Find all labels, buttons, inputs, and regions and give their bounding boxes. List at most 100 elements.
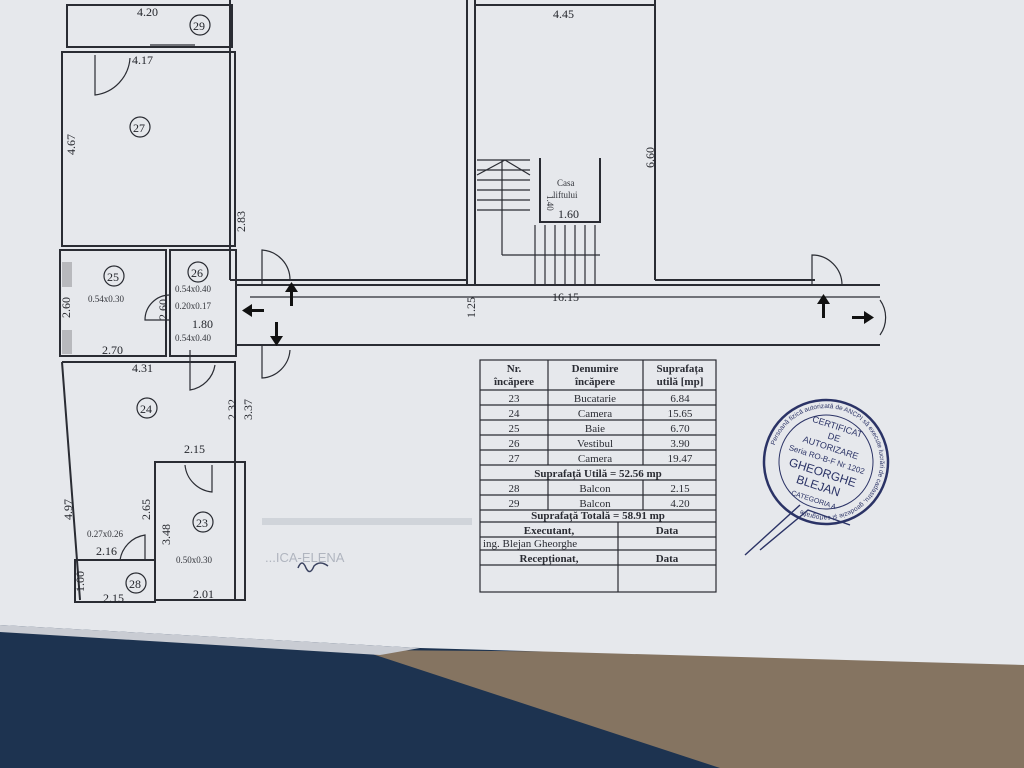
header-area: Suprafața — [656, 363, 704, 375]
cell-area: 3.90 — [670, 438, 690, 450]
cell-area: 19.47 — [668, 453, 693, 465]
room-26 — [169, 249, 237, 357]
staircase — [476, 159, 600, 285]
stamp-line: DE — [827, 431, 842, 444]
door-arc — [144, 294, 171, 321]
date-label: Data — [656, 553, 679, 565]
cell-name: Vestibul — [577, 438, 613, 450]
door-arc — [119, 534, 146, 561]
room-27-number: 27 — [133, 121, 145, 135]
door-arc — [184, 464, 213, 493]
room-25-number: 25 — [107, 270, 119, 284]
dim-r27-width: 4.17 — [132, 53, 153, 67]
window-r23: 0.50x0.30 — [176, 555, 213, 565]
dim-r28-height: 1.00 — [73, 571, 87, 592]
dim-r23-height: 3.48 — [159, 524, 173, 545]
floor-plan: 4.20 29 4.17 4.67 27 2.83 2.60 0.54x0.30… — [59, 0, 887, 605]
cell-area: 6.84 — [670, 393, 690, 405]
header-nr: Nr. — [507, 363, 522, 375]
faded-stamp: ...ICA-ELENA — [262, 518, 472, 573]
cell-nr: 28 — [509, 483, 521, 495]
dim-r23-width: 2.01 — [193, 587, 214, 601]
paper-edge — [0, 625, 420, 655]
room-29-marker — [189, 14, 211, 36]
signature — [744, 504, 851, 556]
room-29 — [66, 4, 233, 48]
lift-label: liftului — [553, 190, 578, 200]
room-29-number: 29 — [193, 19, 205, 33]
room-26-marker — [187, 261, 209, 283]
cell-area: 4.20 — [670, 498, 690, 510]
dim-r26-width: 1.80 — [192, 317, 213, 331]
executant-label: Executant, — [524, 525, 575, 537]
dim-r26-height: 2.60 — [156, 299, 170, 320]
door-arc — [811, 254, 843, 286]
cell-nr: 24 — [509, 408, 521, 420]
date-label: Data — [656, 525, 679, 537]
header-area: utilă [mp] — [657, 376, 704, 388]
door-arc — [879, 299, 887, 336]
dim-lift-width: 1.60 — [558, 207, 579, 221]
window-r26-1: 0.54x0.40 — [175, 284, 212, 294]
executant-name: ing. Blejan Gheorghe — [483, 538, 577, 550]
subtotal: Suprafață Utilă = 52.56 mp — [534, 468, 662, 480]
cell-name: Balcon — [579, 483, 611, 495]
window-r26-2: 0.20x0.17 — [175, 301, 212, 311]
window-r26-3: 0.54x0.40 — [175, 333, 212, 343]
dim-r25-height: 2.60 — [59, 297, 73, 318]
cell-area: 2.15 — [670, 483, 690, 495]
total: Suprafață Totală = 58.91 mp — [531, 510, 665, 522]
room-28-number: 28 — [129, 577, 141, 591]
room-25-marker — [103, 265, 125, 287]
cell-name: Baie — [585, 423, 605, 435]
dim-lift-height: 1.40 — [545, 195, 555, 211]
header-name: Denumire — [572, 363, 619, 375]
table-row: 24 Camera 15.65 — [509, 408, 693, 420]
dim-r24-side2: 3.37 — [241, 399, 255, 420]
window-r25: 0.54x0.30 — [88, 294, 125, 304]
cell-name: Bucatarie — [574, 393, 616, 405]
dim-r27-height: 4.67 — [64, 134, 78, 155]
signature — [297, 562, 329, 573]
lift-shaft — [539, 158, 601, 223]
cell-name: Camera — [578, 408, 612, 420]
room-23 — [154, 461, 246, 601]
cell-name: Balcon — [579, 498, 611, 510]
granite-surface — [360, 650, 1024, 768]
room-23-number: 23 — [196, 516, 208, 530]
room-24-marker — [136, 397, 158, 419]
table-row: 28 Balcon 2.15 — [509, 483, 691, 495]
dim-top-block: 4.45 — [553, 7, 574, 21]
dim-right-block: 6.60 — [643, 147, 657, 168]
room-24-number: 24 — [140, 402, 152, 416]
door-arc — [189, 350, 216, 391]
cell-area: 15.65 — [668, 408, 693, 420]
dim-corridor-width: 1.25 — [464, 297, 478, 318]
door-arc — [94, 55, 131, 96]
dim-corridor-length: 16.15 — [552, 290, 579, 304]
cell-name: Camera — [578, 453, 612, 465]
cell-nr: 26 — [509, 438, 521, 450]
room-27 — [61, 51, 236, 247]
door-arc — [261, 249, 291, 285]
dim-r28-width: 2.15 — [103, 591, 124, 605]
table-row: 29 Balcon 4.20 — [509, 498, 691, 510]
dim-r24-side1: 2.32 — [225, 399, 239, 420]
receptionat-label: Recepționat, — [520, 553, 579, 565]
dim-r25-width: 2.70 — [102, 343, 123, 357]
cell-nr: 29 — [509, 498, 521, 510]
window-r28: 0.27x0.26 — [87, 529, 124, 539]
faded-stamp-text: ...ICA-ELENA — [265, 550, 345, 565]
header-nr: încăpere — [493, 376, 534, 388]
room-28 — [74, 559, 156, 603]
room-26-number: 26 — [191, 266, 203, 280]
dim-r29-width: 4.20 — [137, 5, 158, 19]
table-row: 26 Vestibul 3.90 — [509, 438, 691, 450]
dim-left-wall: 2.83 — [234, 211, 248, 232]
room-25 — [59, 249, 167, 357]
dim-r24-height: 4.97 — [61, 499, 75, 520]
arrow-icon — [242, 282, 874, 346]
